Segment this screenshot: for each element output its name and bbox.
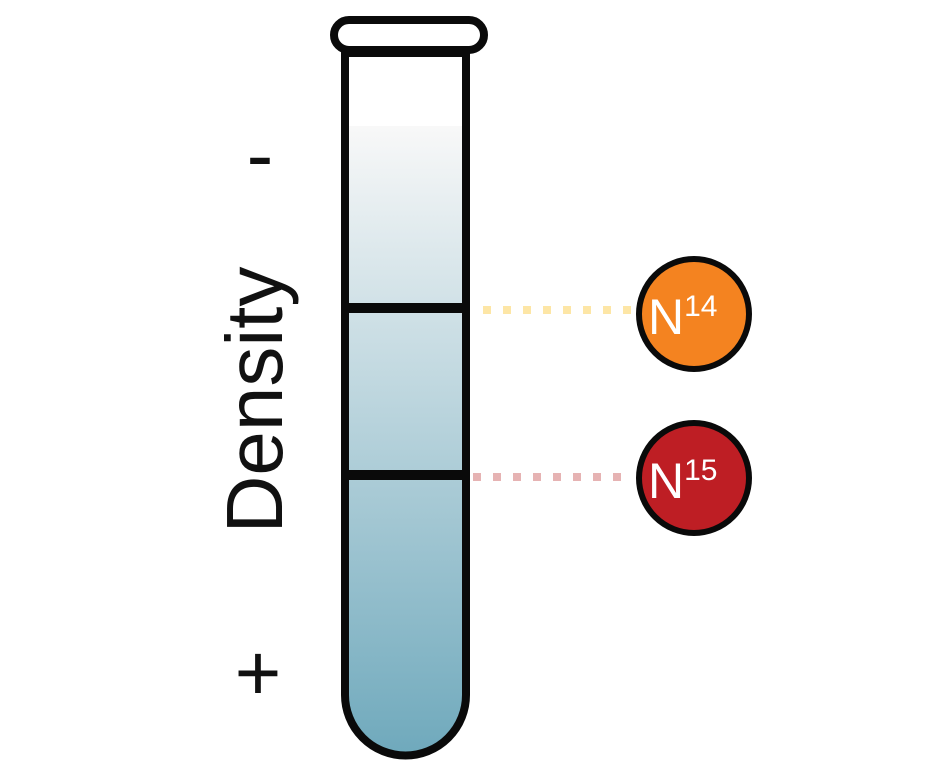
low-density-symbol: - xyxy=(247,110,274,199)
n15-badge: N15 xyxy=(636,420,752,536)
n15-isotope: 15 xyxy=(684,454,717,487)
high-density-symbol: + xyxy=(235,628,282,717)
density-label: Density xyxy=(210,267,299,534)
n14-element: N xyxy=(648,289,684,345)
test-tube xyxy=(330,16,488,760)
n15-element: N xyxy=(648,453,684,509)
band-n15 xyxy=(341,470,470,480)
svg-text:N14: N14 xyxy=(648,289,717,345)
n14-isotope: 14 xyxy=(684,290,717,323)
tube-cap xyxy=(330,16,488,54)
tube-liquid xyxy=(345,126,466,756)
tube-body xyxy=(341,50,470,760)
n14-badge: N14 xyxy=(636,256,752,372)
svg-text:N15: N15 xyxy=(648,453,717,509)
band-n14 xyxy=(341,303,470,313)
